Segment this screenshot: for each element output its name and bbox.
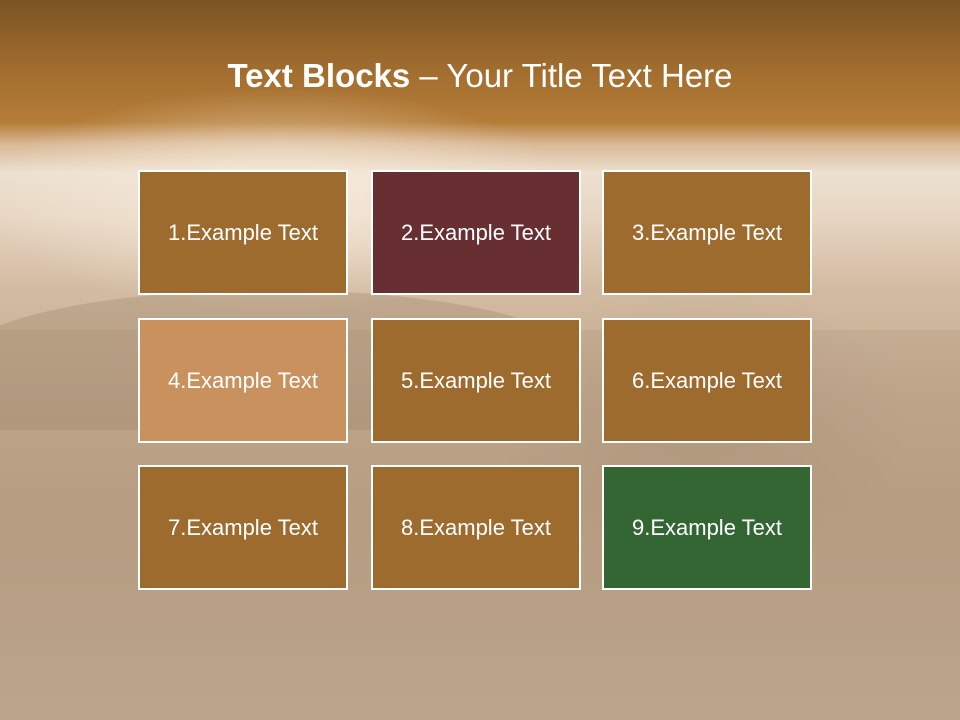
text-block-8[interactable]: 8.Example Text xyxy=(371,465,581,590)
text-block-3[interactable]: 3.Example Text xyxy=(602,170,812,295)
text-block-7[interactable]: 7.Example Text xyxy=(138,465,348,590)
text-block-5[interactable]: 5.Example Text xyxy=(371,318,581,443)
text-block-1[interactable]: 1.Example Text xyxy=(138,170,348,295)
title-separator: – xyxy=(410,57,447,94)
title-rest: Your Title Text Here xyxy=(446,57,733,94)
text-block-6[interactable]: 6.Example Text xyxy=(602,318,812,443)
text-block-4[interactable]: 4.Example Text xyxy=(138,318,348,443)
slide-title: Text Blocks – Your Title Text Here xyxy=(0,52,960,100)
title-bold: Text Blocks xyxy=(227,57,411,94)
text-blocks-grid: 1.Example Text 2.Example Text 3.Example … xyxy=(138,170,816,594)
text-block-2[interactable]: 2.Example Text xyxy=(371,170,581,295)
text-block-9[interactable]: 9.Example Text xyxy=(602,465,812,590)
